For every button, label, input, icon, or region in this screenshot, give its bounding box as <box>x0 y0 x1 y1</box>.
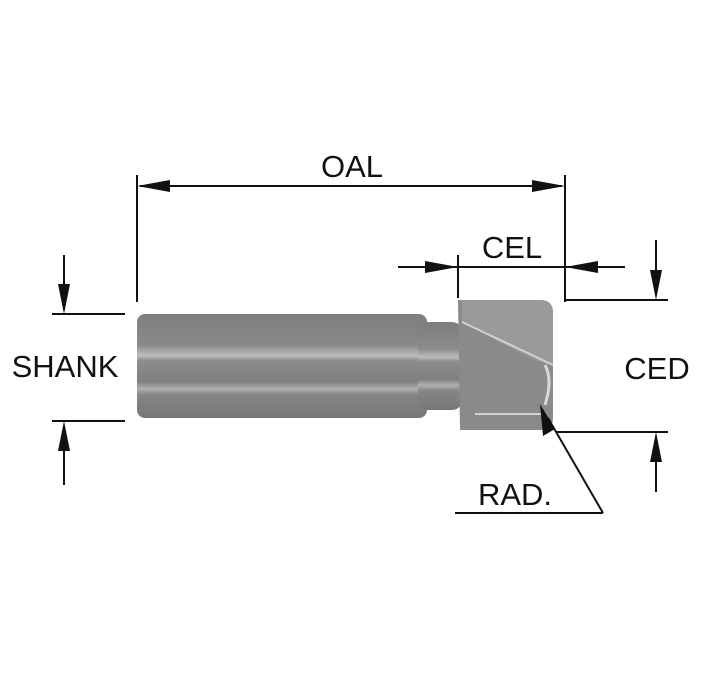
cutter-flute <box>462 300 553 365</box>
radius-highlight <box>543 364 551 406</box>
oal-label: OAL <box>321 149 383 184</box>
ced-dimension: CED <box>556 240 690 492</box>
arrow-up-left-icon <box>540 404 555 436</box>
arrow-left-icon <box>565 261 598 273</box>
ced-label: CED <box>624 351 689 386</box>
arrow-up-icon <box>650 432 662 462</box>
oal-dimension: OAL <box>136 149 566 302</box>
router-bit <box>137 300 554 430</box>
cel-label: CEL <box>482 230 542 265</box>
arrow-left-icon <box>137 180 170 192</box>
arrow-down-icon <box>650 270 662 300</box>
arrow-up-icon <box>58 421 70 451</box>
neck <box>418 322 462 410</box>
shank-label: SHANK <box>12 349 119 384</box>
rad-label: RAD. <box>478 477 552 512</box>
cel-dimension: CEL <box>398 230 625 298</box>
rad-dimension: RAD. <box>455 404 604 514</box>
shank-body <box>137 314 427 418</box>
arrow-right-icon <box>425 261 458 273</box>
shank-dimension: SHANK <box>12 255 125 485</box>
arrow-down-icon <box>58 284 70 314</box>
arrow-right-icon <box>532 180 565 192</box>
cutter-edge-highlight <box>461 321 554 366</box>
